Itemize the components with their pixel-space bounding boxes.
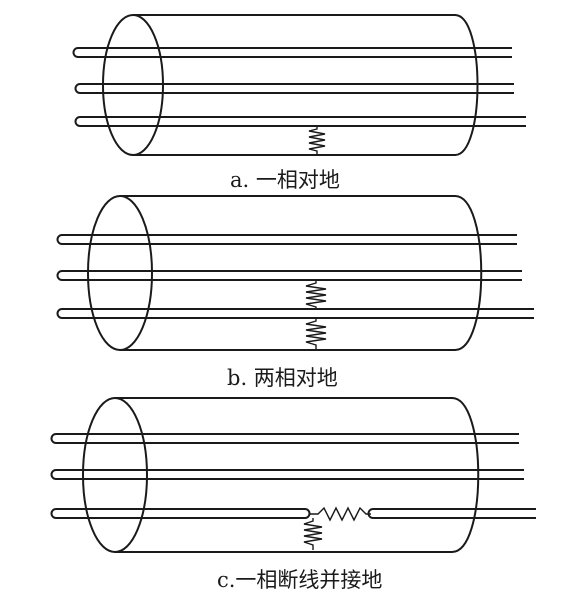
panel-c: c.一相断线并接地 [50, 397, 536, 592]
panel-a-caption: a. 一相对地 [230, 168, 340, 192]
cable-end-ellipse [82, 397, 148, 553]
conductor-2 [74, 83, 514, 94]
conductor-3-broken [50, 508, 536, 519]
ground-spring-lower [305, 318, 327, 349]
cable-body [87, 195, 483, 351]
break-spring [310, 506, 371, 522]
ground-spring [308, 126, 326, 154]
conductor-1 [50, 433, 519, 444]
ground-spring-upper [305, 280, 327, 309]
cable-body [82, 397, 480, 553]
cable-end-ellipse [87, 195, 153, 351]
panel-b: b. 两相对地 [56, 195, 534, 390]
conductor-2 [50, 469, 524, 480]
conductor-3 [74, 116, 526, 127]
conductor-1 [56, 234, 517, 245]
cable-far-end-arc [454, 195, 483, 351]
panel-b-caption: b. 两相对地 [227, 366, 338, 390]
conductor-3 [56, 308, 534, 319]
break-end-left [304, 508, 311, 519]
conductor-1 [72, 47, 512, 58]
cable-far-end-arc [451, 397, 480, 553]
ground-spring [303, 518, 323, 550]
panel-c-caption: c.一相断线并接地 [217, 568, 382, 592]
conductor-2 [56, 270, 522, 281]
panel-a: a. 一相对地 [72, 14, 526, 192]
